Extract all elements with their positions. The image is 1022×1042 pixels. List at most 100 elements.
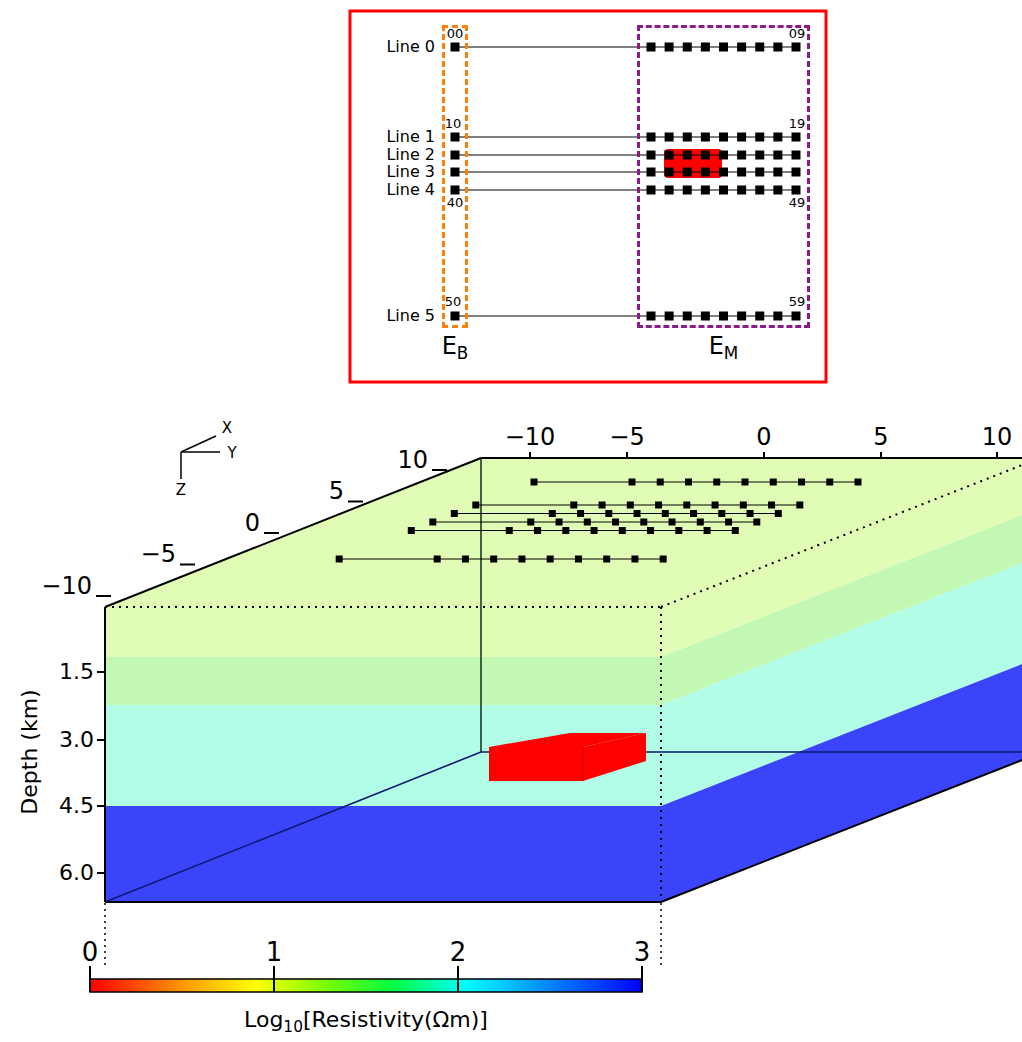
electrode [683, 312, 692, 321]
survey-line [476, 505, 800, 506]
electrode [665, 43, 674, 52]
tick-label: 0 [756, 424, 771, 450]
electrode [665, 133, 674, 142]
electrode [599, 502, 606, 509]
electrode [683, 168, 692, 177]
electrode-survey [336, 479, 862, 563]
electrode [792, 151, 801, 160]
line-label: Line 2 [386, 146, 435, 164]
electrode [773, 168, 782, 177]
electrode [655, 502, 662, 509]
electrode [701, 43, 710, 52]
electrode [669, 519, 676, 526]
electrode [665, 312, 674, 321]
electrode [773, 133, 782, 142]
axis-tick [996, 452, 998, 459]
electrode [675, 527, 682, 534]
electrode [719, 168, 728, 177]
electrode [755, 133, 764, 142]
electrode [755, 151, 764, 160]
colorbar [90, 903, 661, 992]
electrode [719, 43, 728, 52]
electrode [549, 510, 556, 517]
electrode [336, 556, 343, 563]
electrode [742, 479, 749, 486]
colorbar-title: [Resistivity(Ωm)] [303, 1007, 488, 1032]
electrode [755, 312, 764, 321]
electrode [773, 312, 782, 321]
electrode [629, 479, 636, 486]
electrode [701, 133, 710, 142]
tick-label: 3.0 [59, 728, 94, 752]
line-label: Line 3 [386, 163, 435, 181]
electrode [627, 502, 634, 509]
tick-label: −5 [609, 424, 644, 450]
electrode [753, 519, 760, 526]
panel-frame [350, 11, 826, 382]
electrode [647, 527, 654, 534]
tick-label: 1.5 [59, 660, 94, 684]
group-label: EM [709, 333, 739, 363]
electrode [701, 312, 710, 321]
electrode [647, 151, 656, 160]
tick-label: −10 [41, 573, 92, 599]
electrode [575, 556, 582, 563]
axis-letter: Z [176, 482, 186, 499]
electrode [683, 502, 690, 509]
axis-title: Depth (km) [18, 689, 42, 814]
electrode [603, 556, 610, 563]
tick-label: 10 [397, 447, 428, 473]
electrode [683, 43, 692, 52]
electrode [472, 502, 479, 509]
electrode [737, 43, 746, 52]
colorbar-title: Log10[Resistivity(Ωm)] [244, 1008, 488, 1036]
electrode-number: 49 [789, 196, 806, 210]
electrode [591, 527, 598, 534]
electrode [725, 519, 732, 526]
survey-line [411, 530, 735, 531]
electrode [737, 168, 746, 177]
electrode [755, 43, 764, 52]
tick-label: 4.5 [59, 794, 94, 818]
electrode [619, 527, 626, 534]
electrode [737, 186, 746, 195]
electrode [690, 510, 697, 517]
electrode [531, 479, 538, 486]
colorbar-title: Log [244, 1007, 283, 1032]
electrode [719, 133, 728, 142]
electrode [773, 151, 782, 160]
electrode [768, 502, 775, 509]
electrode [719, 151, 728, 160]
axis-tick [626, 452, 628, 459]
electrode [518, 556, 525, 563]
electrode [701, 151, 710, 160]
electrode [506, 527, 513, 534]
electrode [792, 43, 801, 52]
electrode [773, 186, 782, 195]
electrode [462, 556, 469, 563]
axis-tick [529, 452, 531, 459]
electrode [697, 519, 704, 526]
electrode-number: 59 [789, 295, 806, 309]
group-label-text: E [709, 332, 724, 360]
electrode [826, 479, 833, 486]
axis-tick [97, 671, 105, 673]
electrode [683, 186, 692, 195]
line-label: Line 4 [386, 181, 435, 199]
electrode [577, 510, 584, 517]
electrode [631, 556, 638, 563]
group-label-text: B [457, 343, 469, 363]
electrode [737, 133, 746, 142]
axis-tick [880, 452, 882, 459]
tick-label: −5 [141, 541, 176, 567]
electrode [647, 186, 656, 195]
electrode-number: 09 [789, 27, 806, 41]
electrode [773, 43, 782, 52]
electrode [665, 168, 674, 177]
electrode-number: 19 [789, 117, 806, 131]
electrode [719, 186, 728, 195]
electrode [701, 186, 710, 195]
survey-line [339, 559, 663, 560]
tick-label: 5 [873, 424, 888, 450]
